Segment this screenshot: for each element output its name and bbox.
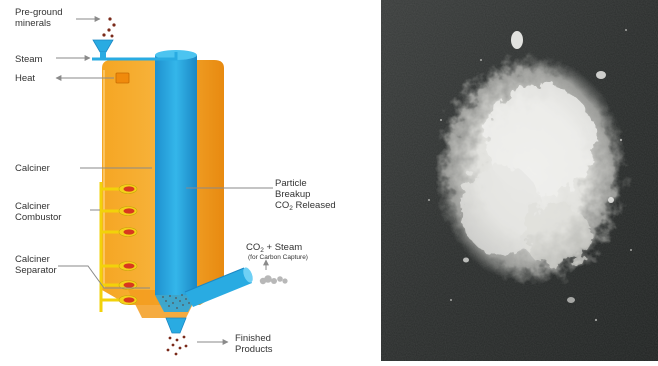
calciner-combustor-label-2: Combustor bbox=[15, 212, 61, 223]
calciner-combustor-label-1: Calciner bbox=[15, 201, 50, 212]
heat-label: Heat bbox=[15, 73, 35, 84]
powder-photo bbox=[381, 0, 658, 361]
powder-pile bbox=[436, 55, 626, 285]
particle-label-2: Breakup bbox=[275, 189, 310, 200]
pre-ground-label-2: minerals bbox=[15, 18, 51, 29]
separator-leader bbox=[58, 265, 150, 289]
heat-outlet bbox=[115, 72, 130, 84]
steam-puffs bbox=[259, 275, 288, 285]
finished-particles bbox=[166, 335, 188, 356]
calciner-label: Calciner bbox=[15, 163, 50, 174]
co2-outlet-pipe bbox=[184, 267, 253, 307]
steam-line bbox=[92, 52, 178, 61]
calciner-separator-label-1: Calciner bbox=[15, 254, 50, 265]
particle-cloud bbox=[162, 294, 190, 309]
finished-label-1: Finished bbox=[235, 333, 271, 344]
arrows bbox=[55, 16, 273, 345]
burner-flames bbox=[118, 184, 138, 305]
feed-hopper bbox=[92, 39, 114, 58]
calciner-tube bbox=[155, 50, 197, 312]
scattered-grains bbox=[428, 29, 632, 322]
carbon-capture-label: (for Carbon Capture) bbox=[248, 254, 308, 261]
calciner-diagram: Pre-ground minerals Steam Heat Calciner … bbox=[15, 7, 336, 356]
co2-steam-label: CO2 + Steam bbox=[246, 242, 302, 254]
calciner-separator-label-2: Separator bbox=[15, 265, 57, 276]
particle-label-1: Particle bbox=[275, 178, 307, 189]
mineral-particles bbox=[102, 17, 116, 38]
co2-released-label: CO2 Released bbox=[275, 200, 336, 212]
powder-clumps bbox=[463, 31, 614, 303]
outlet-funnel bbox=[165, 317, 187, 334]
pre-ground-label-1: Pre-ground bbox=[15, 7, 63, 18]
steam-label: Steam bbox=[15, 54, 43, 65]
finished-label-2: Products bbox=[235, 344, 273, 355]
